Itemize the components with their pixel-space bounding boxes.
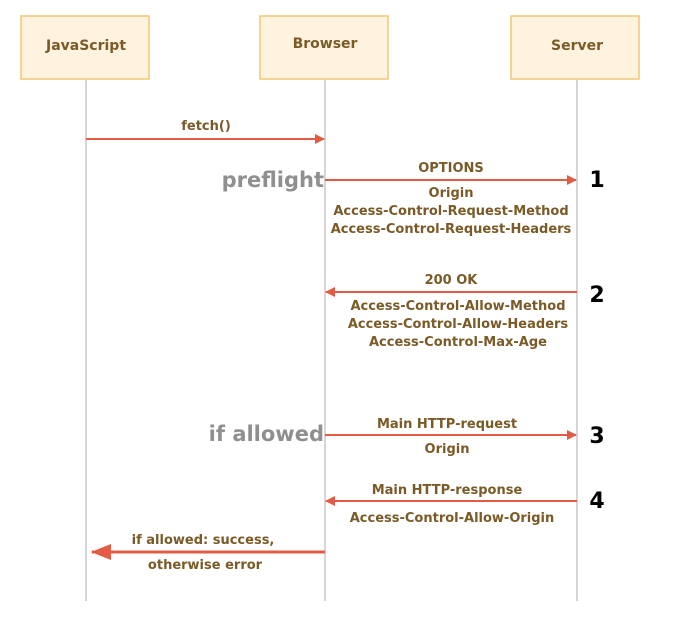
step-number-4: 4 (589, 489, 604, 514)
step-number-2: 2 (589, 283, 604, 308)
header-origin-main: Origin (425, 442, 470, 457)
message-label-main-response: Main HTTP-response (372, 483, 523, 498)
side-label-if-allowed: if allowed (209, 422, 324, 446)
header-access-control-allow-method: Access-Control-Allow-Method (350, 299, 565, 314)
actor-browser: Browser (259, 15, 389, 80)
message-200-ok: 200 OK Access-Control-Allow-Method Acces… (325, 273, 605, 350)
actor-box-server (510, 15, 640, 80)
message-label-main-request: Main HTTP-request (377, 417, 517, 432)
actor-box-javascript (20, 15, 150, 80)
step-number-3: 3 (589, 424, 604, 449)
actor-label-server: Server (551, 38, 603, 54)
header-access-control-request-method: Access-Control-Request-Method (333, 204, 568, 219)
actor-server: Server (510, 15, 640, 80)
message-main-response: Main HTTP-response Access-Control-Allow-… (325, 483, 605, 526)
header-access-control-max-age: Access-Control-Max-Age (369, 335, 547, 350)
message-result: if allowed: success, otherwise error (91, 533, 325, 573)
step-number-1: 1 (589, 168, 604, 193)
side-label-preflight: preflight (222, 168, 324, 192)
actor-javascript: JavaScript (20, 15, 150, 80)
message-options: preflight OPTIONS Origin Access-Control-… (222, 161, 605, 237)
header-access-control-request-headers: Access-Control-Request-Headers (331, 222, 572, 237)
header-access-control-allow-headers: Access-Control-Allow-Headers (348, 317, 569, 332)
header-origin-request: Origin (429, 186, 474, 201)
message-fetch: fetch() (86, 119, 325, 144)
actor-box-browser (259, 15, 389, 80)
actor-label-browser: Browser (293, 36, 358, 52)
message-label-options: OPTIONS (418, 161, 484, 176)
message-label-200-ok: 200 OK (425, 273, 479, 288)
message-label-result: if allowed: success, (132, 533, 275, 548)
message-detail-result: otherwise error (148, 558, 263, 573)
message-label-fetch: fetch() (181, 119, 231, 134)
message-main-request: if allowed Main HTTP-request Origin 3 (209, 417, 605, 457)
actor-label-javascript: JavaScript (45, 38, 126, 54)
header-access-control-allow-origin: Access-Control-Allow-Origin (350, 511, 555, 526)
